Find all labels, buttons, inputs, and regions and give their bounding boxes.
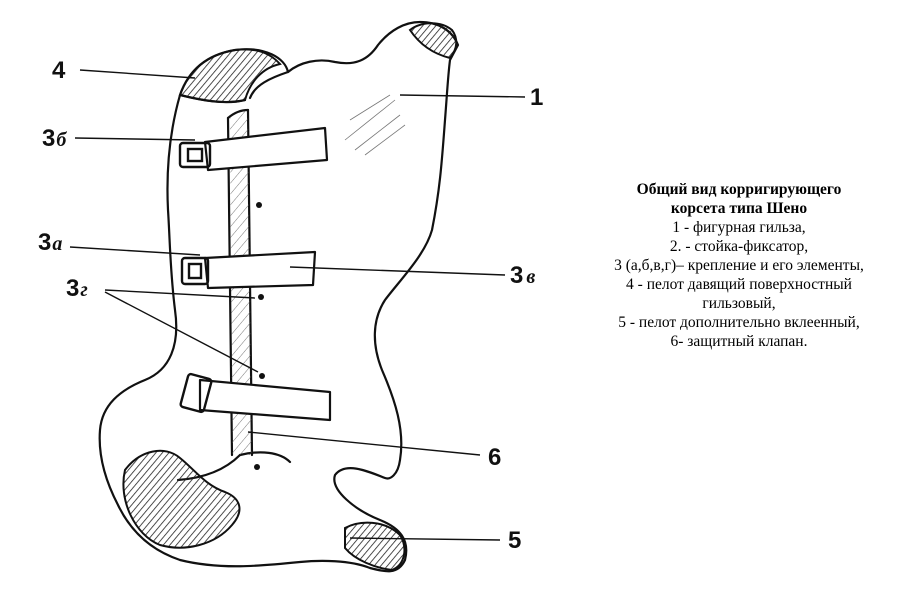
leader-4 xyxy=(79,69,196,79)
strap-top xyxy=(203,126,329,172)
callout-4: 4 xyxy=(52,57,66,84)
figure-caption: Общий вид корригирующего корсета типа Ше… xyxy=(580,180,898,351)
callout-1: 1 xyxy=(530,84,543,111)
strap-middle xyxy=(203,250,317,290)
strap-bottom xyxy=(198,378,332,422)
rivet xyxy=(254,464,260,470)
callout-5: 5 xyxy=(508,527,521,554)
leader-6 xyxy=(247,431,481,456)
legend-item: гильзовый, xyxy=(702,295,776,312)
corset-shell xyxy=(98,20,460,573)
rivet xyxy=(256,202,262,208)
legend-item: 4 - пелот давящий поверхностный xyxy=(626,276,852,293)
leader-3g-2 xyxy=(104,291,259,373)
rivet xyxy=(259,373,265,379)
leader-1 xyxy=(399,94,526,98)
callout-3g: 3г xyxy=(66,275,88,302)
buckle-bottom xyxy=(179,372,213,414)
buckle-middle xyxy=(180,256,210,286)
caption-legend: 1 - фигурная гильза, 2. - стойка-фиксато… xyxy=(580,218,898,351)
leader-5 xyxy=(349,537,501,541)
legend-item: 1 - фигурная гильза, xyxy=(672,219,806,236)
legend-item: 3 (а,б,в,г)– крепление и его элементы, xyxy=(614,257,864,274)
caption-title-line: корсета типа Шено xyxy=(670,200,808,217)
leader-3v xyxy=(289,266,506,276)
callout-6: 6 xyxy=(488,444,501,471)
leader-3g-1 xyxy=(104,289,256,299)
caption-title-line: Общий вид корригирующего xyxy=(636,181,842,198)
pelot-4 xyxy=(178,48,282,104)
legend-item: 5 - пелот дополнительно вклеенный, xyxy=(618,314,860,331)
leader-3b xyxy=(74,137,196,141)
pelot-5 xyxy=(344,521,406,572)
legend-item: 2. - стойка-фиксатор, xyxy=(669,238,809,255)
callout-3b: 3б xyxy=(42,125,67,152)
legend-item: 6- защитный клапан. xyxy=(670,333,808,350)
buckle-top xyxy=(178,141,212,169)
callout-3a: 3а xyxy=(38,229,62,256)
rivet xyxy=(258,294,264,300)
leader-3a xyxy=(69,246,201,256)
shoulder-rim xyxy=(408,22,458,60)
caption-title: Общий вид корригирующего корсета типа Ше… xyxy=(580,180,898,218)
lower-left-pelot xyxy=(122,449,241,549)
